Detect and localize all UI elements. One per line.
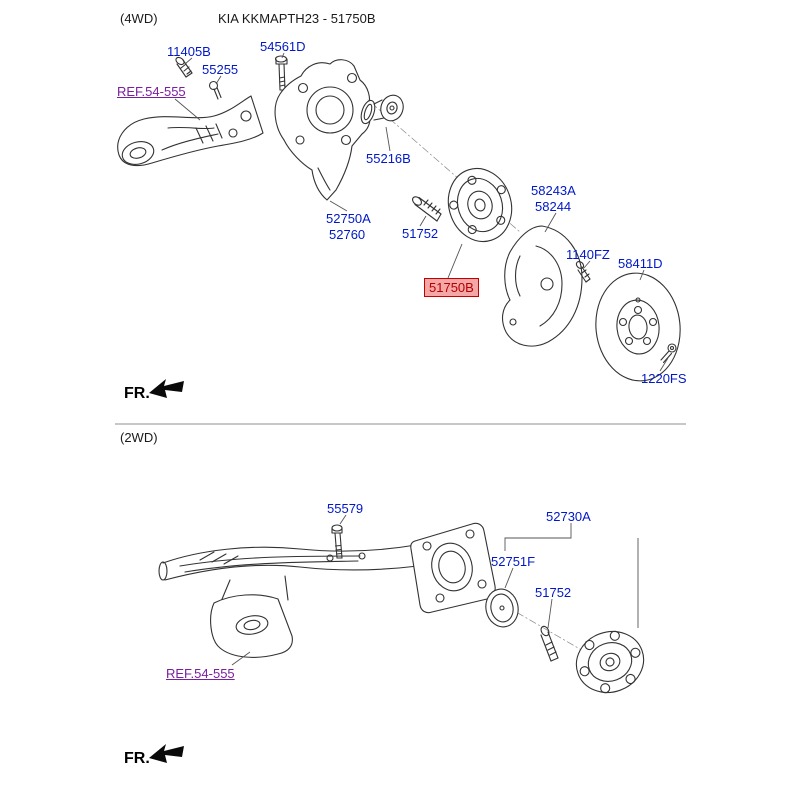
part-label-51752-4wd[interactable]: 51752 xyxy=(402,226,439,241)
bolt-55579-drawing xyxy=(331,524,343,559)
part-label-52730a[interactable]: 52730A xyxy=(546,509,591,524)
cap-52751f-drawing xyxy=(485,588,519,628)
part-label-52751f[interactable]: 52751F xyxy=(491,554,536,569)
bolt-1140fz-drawing xyxy=(575,261,591,283)
part-label-58244[interactable]: 58244 xyxy=(535,199,572,214)
axle-beam-drawing xyxy=(158,522,496,658)
page-title: KIA KKMAPTH23 - 51750B xyxy=(218,11,376,26)
part-label-55216b[interactable]: 55216B xyxy=(366,151,411,166)
brake-disc-drawing xyxy=(595,272,681,382)
dust-shield-drawing xyxy=(501,225,583,347)
bolt-51752-4wd-drawing xyxy=(412,196,442,222)
bearing-cap-drawing xyxy=(360,94,404,125)
ref-link-2wd[interactable]: REF.54-555 xyxy=(166,666,235,681)
part-label-58243a[interactable]: 58243A xyxy=(531,183,576,198)
variant-label-2wd: (2WD) xyxy=(120,430,158,445)
fr-arrow-4wd-icon xyxy=(149,379,184,398)
hub-51750b-drawing xyxy=(447,167,513,243)
part-label-1140fz[interactable]: 1140FZ xyxy=(566,247,610,262)
fr-arrow-2wd-icon xyxy=(149,744,184,763)
part-label-55579[interactable]: 55579 xyxy=(327,501,364,516)
part-label-51750b-highlighted[interactable]: 51750B xyxy=(424,278,479,297)
bolt-54561d-drawing xyxy=(274,55,288,91)
part-label-54561d[interactable]: 54561D xyxy=(260,39,306,54)
part-label-55255[interactable]: 55255 xyxy=(202,62,239,77)
part-label-1220fs[interactable]: 1220FS xyxy=(641,371,687,386)
part-label-58411d[interactable]: 58411D xyxy=(618,256,663,271)
axis-centerline-4wd xyxy=(367,99,521,233)
knuckle-drawing xyxy=(274,59,371,201)
leader-lines xyxy=(174,52,669,666)
bolt-51752-2wd-drawing xyxy=(540,625,559,662)
variant-label-4wd: (4WD) xyxy=(120,11,158,26)
hub-52730a-drawing xyxy=(575,630,645,694)
ref-link-4wd[interactable]: REF.54-555 xyxy=(117,84,186,99)
part-label-11405b[interactable]: 11405B xyxy=(167,44,211,59)
part-label-51752-2wd[interactable]: 51752 xyxy=(535,585,572,600)
trailing-arm-drawing xyxy=(117,95,264,167)
bolt-11405b-drawing xyxy=(175,56,193,78)
part-label-52760[interactable]: 52760 xyxy=(329,227,366,242)
fr-label-2wd: FR. xyxy=(124,750,150,767)
fr-label-4wd: FR. xyxy=(124,385,150,402)
screw-55255-drawing xyxy=(208,80,222,100)
part-label-52750a[interactable]: 52750A xyxy=(326,211,371,226)
